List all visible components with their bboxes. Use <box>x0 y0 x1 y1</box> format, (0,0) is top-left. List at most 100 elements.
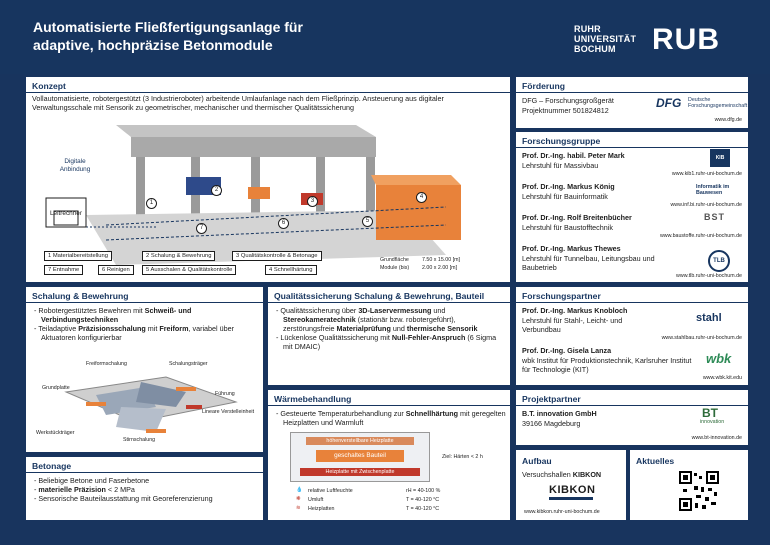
foerderung-title: Förderung <box>522 81 565 91</box>
label-schalungs: Schalungsträger <box>169 361 208 367</box>
label-stirn: Stirnschalung <box>123 437 156 443</box>
partner-name: Prof. Dr.-Ing. Markus Knobloch <box>522 306 628 315</box>
dims-value: 7.50 x 15.00 [m] <box>422 257 460 263</box>
member-url[interactable]: www.baustoffe.ruhr-uni-bochum.de <box>659 233 742 239</box>
foerderung-line2: Projektnummer 501824812 <box>522 106 609 115</box>
university-name: RUHR UNIVERSITÄT BOCHUM <box>574 24 636 54</box>
rub-logo: RUB <box>652 23 720 56</box>
uni-line: BOCHUM <box>574 44 616 54</box>
label-lineare: Lineare Verstelleinheit <box>201 409 255 415</box>
projektpartner-url[interactable]: www.bt-innovation.de <box>691 435 742 441</box>
station-marker: 7 <box>196 223 207 234</box>
partner-name: Prof. Dr.-Ing. Gisela Lanza <box>522 346 612 355</box>
list-item: Sensorische Bauteilausstattung mit Geore… <box>32 494 260 503</box>
projektpartner-title: Projektpartner <box>522 394 581 404</box>
member-url[interactable]: www.tlb.ruhr-uni-bochum.de <box>676 273 742 279</box>
member-role: Lehrstuhl für Massivbau <box>522 161 599 170</box>
step-label: 3 Qualitätskontrolle & Betonage <box>232 251 322 261</box>
member-url[interactable]: www.kib1.ruhr-uni-bochum.de <box>671 171 742 177</box>
kibkon-logo: KIBKON <box>549 484 596 496</box>
betonage-title: Betonage <box>32 461 72 471</box>
bst-logo: BST <box>704 212 725 222</box>
droplet-icon: 💧 <box>296 487 303 493</box>
dfg-url[interactable]: www.dfg.de <box>714 117 742 123</box>
aufbau-url[interactable]: www.kibkon.ruhr-uni-bochum.de <box>524 509 600 515</box>
station-marker: 3 <box>307 196 318 207</box>
uni-line: RUHR <box>574 24 601 34</box>
formwork-diagram <box>64 376 238 433</box>
partner-url[interactable]: www.stahlbau.ruhr-uni-bochum.de <box>661 335 742 341</box>
step-label: 5 Ausschalen & Qualitätskontrolle <box>142 265 237 275</box>
dims-value: 2.00 x 2.00 [m] <box>422 265 458 271</box>
schalung-panel: Schalung & Bewehrung Robotergestütztes B… <box>26 287 263 452</box>
partner-role: wbk Institut für Produktionstechnik, Kar… <box>522 356 692 374</box>
label-grundplatte: Grundplatte <box>42 385 70 391</box>
forschungsgruppe-title: Forschungsgruppe <box>522 136 601 146</box>
station-marker: 6 <box>278 218 289 229</box>
station-marker: 5 <box>362 216 373 227</box>
dfg-logo: DFG <box>656 96 682 110</box>
page-title: Automatisierte Fließfertigungsanlage für… <box>33 19 303 53</box>
konzept-title: Konzept <box>32 81 66 91</box>
step-label: 7 Entnahme <box>44 265 84 275</box>
qs-list: Qualitätssicherung über 3D-Laservermessu… <box>274 306 506 351</box>
stahl-logo: stahl <box>696 312 722 324</box>
waerme-list: Gesteuerte Temperaturbehandlung zur Schn… <box>274 409 506 427</box>
aufbau-title: Aufbau <box>522 456 552 466</box>
kib-logo: KIB <box>710 149 730 167</box>
list-item: Gesteuerte Temperaturbehandlung zur Schn… <box>274 409 506 427</box>
station-marker: 1 <box>146 198 157 209</box>
konzept-text: Vollautomatisierte, robotergestützt (3 I… <box>32 94 444 112</box>
member-role: Lehrstuhl für Bauinformatik <box>522 192 608 201</box>
member-url[interactable]: www.inf.bi.ruhr-uni-bochum.de <box>670 202 742 208</box>
uni-line: UNIVERSITÄT <box>574 34 637 44</box>
legend-label: Umluft <box>308 497 324 503</box>
legend-label: relative Luftfeuchte <box>308 488 353 494</box>
projektpartner-name: B.T. innovation GmbH <box>522 409 597 418</box>
label-freiform: Freiformschalung <box>86 361 127 367</box>
member-role: Lehrstuhl für Baustofftechnik <box>522 223 613 232</box>
station-marker: 4 <box>416 192 427 203</box>
dims-label: Module (bis) <box>380 265 410 271</box>
waerme-title: Wärmebehandlung <box>274 394 352 404</box>
station-marker: 2 <box>211 185 222 196</box>
dfg-logo-sub: Deutsche Forschungsgemeinschaft <box>688 97 748 109</box>
member-role: Lehrstuhl für Tunnelbau, Leitungsbau und… <box>522 254 655 272</box>
waerme-panel: Wärmebehandlung Gesteuerte Temperaturbeh… <box>268 390 510 520</box>
bottom-plate: Heizplatte mit Zwischenplatte <box>300 468 420 476</box>
forschungspartner-panel: Forschungspartner Prof. Dr.-Ing. Markus … <box>516 287 748 385</box>
betonage-list: Beliebige Betone und Faserbetone materie… <box>32 476 260 503</box>
kibkon-bar <box>549 497 593 500</box>
legend-value: T = 40-120 °C <box>406 506 440 512</box>
betonage-panel: Betonage Beliebige Betone und Faserbeton… <box>26 457 263 520</box>
partner-url[interactable]: www.wbk.kit.edu <box>702 375 742 381</box>
step-label: 6 Reinigen <box>98 265 134 275</box>
list-item: Robotergestütztes Bewehren mit Schweiß- … <box>32 306 260 324</box>
forschungspartner-title: Forschungspartner <box>522 291 601 301</box>
list-item: materielle Präzision < 2 MPa <box>32 485 260 494</box>
forschungsgruppe-panel: Forschungsgruppe Prof. Dr.-Ing. habil. P… <box>516 132 748 282</box>
step-label: 2 Schalung & Bewehrung <box>142 251 216 261</box>
partner-role: Lehrstuhl für Stahl-, Leicht- und Verbun… <box>522 316 623 334</box>
bt-logo-sub: innovation <box>700 419 725 425</box>
aufbau-panel: Aufbau Versuchshallen KIBKON KIBKON www.… <box>516 450 626 520</box>
schalung-list: Robotergestütztes Bewehren mit Schweiß- … <box>32 306 260 342</box>
wbk-logo: wbk <box>706 351 732 366</box>
inf-logo: Informatik im Bauwesen <box>696 184 730 196</box>
heat-icon: ≋ <box>296 505 301 511</box>
qr-code[interactable] <box>678 470 720 512</box>
header: Automatisierte Fließfertigungsanlage für… <box>0 0 770 74</box>
qs-title: Qualitätssicherung Schalung & Bewehrung,… <box>274 291 485 301</box>
foerderung-line1: DFG – Forschungsgroßgerät <box>522 96 614 105</box>
qs-panel: Qualitätssicherung Schalung & Bewehrung,… <box>268 287 510 385</box>
leitrechner-label: Leitrechner <box>50 210 82 217</box>
aktuelles-title: Aktuelles <box>636 456 675 466</box>
tlb-logo: TLB <box>708 250 730 272</box>
label-werkstueck: Werkstückträger <box>36 430 75 436</box>
legend-label: Heizplatten <box>308 506 335 512</box>
member-name: Prof. Dr.-Ing. Rolf Breitenbücher <box>522 213 632 222</box>
foerderung-panel: Förderung DFG – Forschungsgroßgerät Proj… <box>516 77 748 128</box>
konzept-panel: Konzept Vollautomatisierte, robotergestü… <box>26 77 510 282</box>
part: geschaltes Bauteil <box>316 450 404 462</box>
legend-value: rH = 40-100 % <box>406 488 441 494</box>
